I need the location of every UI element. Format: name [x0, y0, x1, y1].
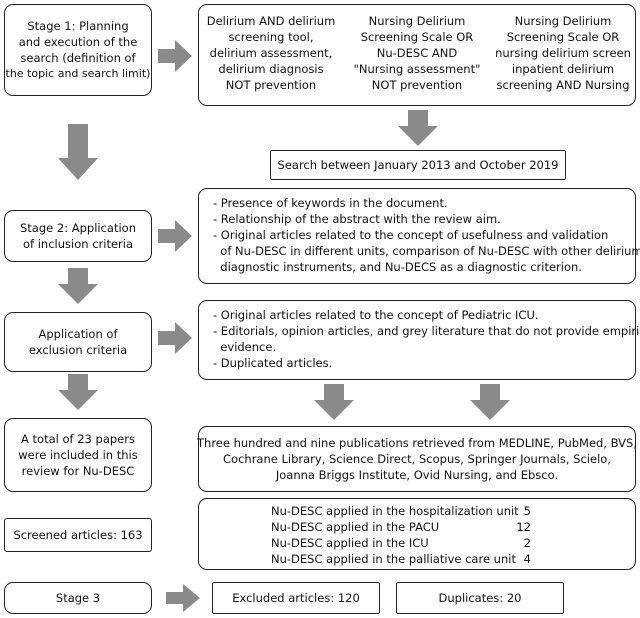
- search-period-box: Search between January 2013 and October …: [270, 150, 566, 180]
- right-arrow-icon: [158, 40, 192, 72]
- unit-count: 4: [523, 552, 531, 566]
- stage1-line: and execution of the: [18, 35, 138, 49]
- inclusion-criteria-list: - Presence of keywords in the document. …: [213, 195, 640, 275]
- down-arrow-icon: [58, 268, 98, 304]
- search-terms-column-3: Nursing Delirium Screening Scale OR nurs…: [491, 13, 635, 93]
- unit-row: Nu-DESC applied in the ICU 2: [199, 535, 635, 551]
- stage3-text: Stage 3: [55, 591, 101, 605]
- exclusion-stage-line: exclusion criteria: [28, 343, 128, 357]
- stage1-line: Stage 1: Planning: [27, 19, 129, 33]
- search-term-line: NOT prevention: [225, 78, 317, 92]
- search-term-line: Screening Scale OR: [506, 30, 620, 44]
- search-term-line: Screening Scale OR: [360, 30, 474, 44]
- units-box: Nu-DESC applied in the hospitalization u…: [198, 498, 636, 570]
- search-term-line: inpatient delirium: [511, 62, 615, 76]
- down-arrow-icon: [314, 384, 354, 420]
- stage2-line: of inclusion criteria: [23, 237, 133, 251]
- down-arrow-icon: [58, 124, 98, 180]
- search-term-line: nursing delirium screen: [495, 46, 631, 60]
- search-term-line: screening AND Nursing: [496, 78, 630, 92]
- search-term-line: NOT prevention: [371, 78, 463, 92]
- publications-line: Joanna Briggs Institute, Ovid Nursing, a…: [275, 468, 559, 482]
- stage2-box: Stage 2: Application of inclusion criter…: [4, 210, 152, 262]
- publications-line: Three hundred and nine publications retr…: [197, 436, 638, 450]
- exclusion-criterion: evidence.: [213, 340, 277, 354]
- included-papers-line: A total of 23 papers: [21, 432, 135, 446]
- unit-label: Nu-DESC applied in the hospitalization u…: [271, 504, 519, 518]
- search-term-line: "Nursing assessment": [353, 62, 481, 76]
- stage2-line: Stage 2: Application: [20, 221, 136, 235]
- publications-box: Three hundred and nine publications retr…: [197, 426, 638, 492]
- down-arrow-icon: [470, 384, 510, 420]
- exclusion-stage-line: Application of: [38, 327, 118, 341]
- search-terms-column-2: Nursing Delirium Screening Scale OR Nu-D…: [345, 13, 489, 93]
- stage1-box: Stage 1: Planning and execution of the s…: [4, 4, 152, 96]
- inclusion-criteria-box: - Presence of keywords in the document. …: [198, 188, 640, 284]
- duplicates-box: Duplicates: 20: [396, 582, 564, 614]
- search-term-line: Nursing Delirium: [368, 14, 466, 28]
- right-arrow-icon: [158, 322, 192, 354]
- inclusion-criterion: - Original articles related to the conce…: [213, 228, 609, 242]
- unit-count: 2: [523, 536, 531, 550]
- unit-count: 5: [523, 504, 531, 518]
- duplicates-text: Duplicates: 20: [438, 591, 522, 605]
- exclusion-criterion: - Editorials, opinion articles, and grey…: [213, 324, 640, 338]
- down-arrow-icon: [398, 110, 438, 146]
- down-arrow-icon: [58, 374, 98, 410]
- inclusion-criterion: diagnostic instruments, and Nu-DECS as a…: [213, 260, 582, 274]
- screened-articles-text: Screened articles: 163: [13, 528, 143, 542]
- included-papers-line: were included in this: [18, 448, 138, 462]
- stage3-box: Stage 3: [4, 582, 152, 614]
- search-period-text: Search between January 2013 and October …: [277, 158, 559, 172]
- search-term-line: delirium diagnosis: [218, 62, 324, 76]
- exclusion-criteria-list: - Original articles related to the conce…: [213, 307, 640, 371]
- search-terms-column-1: Delirium AND delirium screening tool, de…: [201, 13, 341, 93]
- unit-row: Nu-DESC applied in the palliative care u…: [199, 551, 635, 567]
- exclusion-stage-box: Application of exclusion criteria: [4, 312, 152, 372]
- exclusion-criterion: - Duplicated articles.: [213, 356, 333, 370]
- screened-articles-box: Screened articles: 163: [4, 518, 152, 552]
- exclusion-criterion: - Original articles related to the conce…: [213, 308, 539, 322]
- right-arrow-icon: [158, 220, 192, 252]
- search-term-line: delirium assessment,: [209, 46, 333, 60]
- search-term-line: Delirium AND delirium: [206, 14, 336, 28]
- right-arrow-icon: [166, 584, 200, 612]
- inclusion-criterion: - Relationship of the abstract with the …: [213, 212, 501, 226]
- stage1-line: search (definition of: [20, 51, 136, 65]
- included-papers-line: review for Nu-DESC: [21, 464, 135, 478]
- inclusion-criterion: - Presence of keywords in the document.: [213, 196, 448, 210]
- unit-row: Nu-DESC applied in the hospitalization u…: [199, 503, 635, 519]
- search-term-line: screening tool,: [228, 30, 314, 44]
- unit-row: Nu-DESC applied in the PACU 12: [199, 519, 635, 535]
- excluded-articles-text: Excluded articles: 120: [232, 591, 360, 605]
- search-terms-box: Delirium AND delirium screening tool, de…: [198, 4, 636, 106]
- search-term-line: Nu-DESC AND: [376, 46, 458, 60]
- unit-label: Nu-DESC applied in the ICU: [271, 536, 429, 550]
- included-papers-box: A total of 23 papers were included in th…: [4, 418, 152, 492]
- unit-label: Nu-DESC applied in the palliative care u…: [271, 552, 516, 566]
- exclusion-criteria-box: - Original articles related to the conce…: [198, 300, 640, 380]
- stage1-line: the topic and search limit): [5, 67, 151, 80]
- search-term-line: Nursing Delirium: [514, 14, 612, 28]
- inclusion-criterion: of Nu-DESC in different units, compariso…: [213, 244, 640, 258]
- excluded-articles-box: Excluded articles: 120: [212, 582, 380, 614]
- unit-count: 12: [516, 520, 531, 534]
- unit-label: Nu-DESC applied in the PACU: [271, 520, 440, 534]
- publications-line: Cochrane Library, Science Direct, Scopus…: [223, 452, 611, 466]
